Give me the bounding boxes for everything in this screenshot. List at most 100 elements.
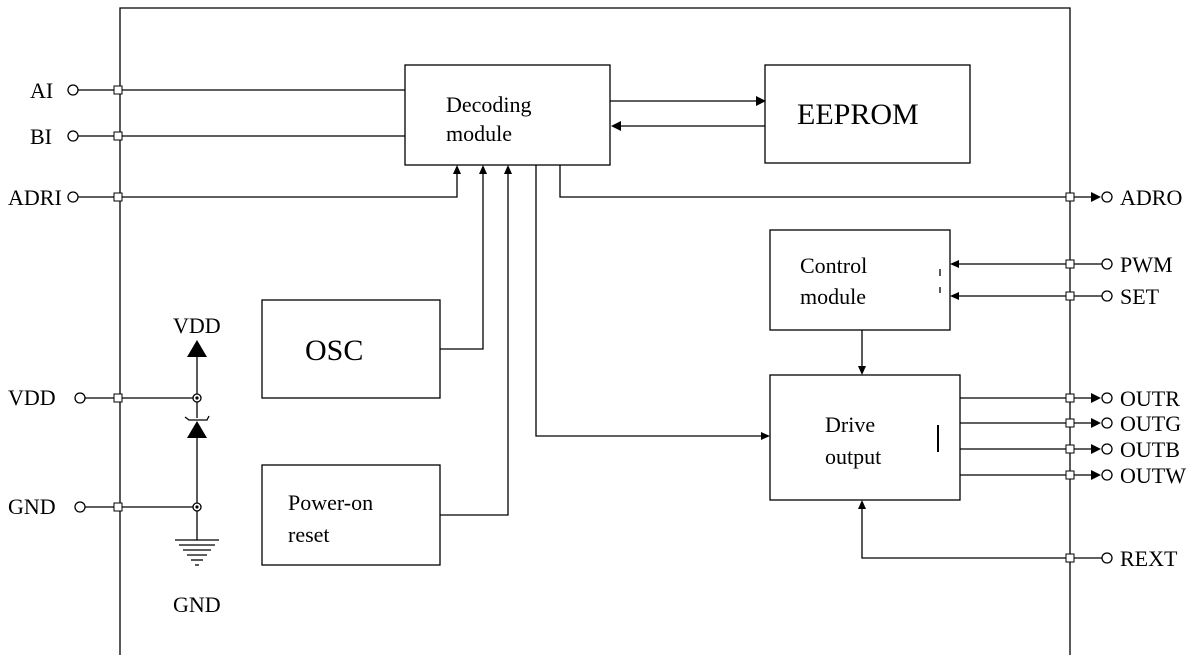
pin-outw-pad [1065, 470, 1075, 480]
arrow-reset-to-decoding [504, 165, 512, 174]
pin-rext-pad [1065, 553, 1075, 563]
decoding-module-block: Decoding module [404, 64, 611, 166]
pin-vdd-terminal [74, 392, 86, 404]
pin-set: SET [950, 284, 1160, 309]
pin-bi-pad [113, 131, 123, 141]
pin-outr: OUTR [960, 386, 1180, 411]
chip-outline [119, 7, 1071, 655]
arrow-eeprom-to-decoding [611, 121, 621, 131]
pin-adro-label: ADRO [1120, 185, 1182, 210]
zener-diode-icon [187, 421, 207, 438]
drive-output-label-line1: Drive [825, 412, 875, 437]
control-module-label-line2: module [800, 284, 866, 309]
pin-ai-pad [113, 85, 123, 95]
drive-output-label-line2: output [825, 444, 881, 469]
pin-vdd: VDD [8, 385, 197, 410]
pin-adro-pad [1065, 192, 1075, 202]
pin-pwm: PWM [950, 252, 1173, 277]
pin-rext: REXT [858, 500, 1178, 571]
arrow-control-to-drive [858, 366, 866, 375]
pin-adro: ADRO [1065, 185, 1182, 210]
pin-ai: AI [30, 78, 405, 103]
osc-label: OSC [305, 334, 363, 367]
zener-bar [184, 415, 210, 421]
pin-vdd-pad [113, 393, 123, 403]
pin-bi-label: BI [30, 124, 52, 149]
pin-outw-terminal [1101, 469, 1113, 481]
power-on-reset-block: Power-on reset [261, 464, 441, 566]
wire-reset-to-decoding [440, 173, 509, 516]
pin-ai-label: AI [30, 78, 53, 103]
arrow-outr-out [1091, 393, 1101, 403]
pin-outb-terminal [1101, 443, 1113, 455]
pin-gnd-pad [113, 502, 123, 512]
arrow-adro-out [1091, 192, 1101, 202]
pin-pwm-pad [1065, 259, 1075, 269]
arrow-adri-to-decoding [453, 165, 461, 174]
pin-outg-pad [1065, 418, 1075, 428]
wire-rext [861, 508, 1102, 559]
arrow-rext-in [858, 500, 866, 509]
pin-outg-label: OUTG [1120, 411, 1181, 436]
pin-set-label: SET [1120, 284, 1160, 309]
pin-adri-terminal [67, 191, 79, 203]
power-on-reset-label-line2: reset [288, 522, 330, 547]
pin-outg-terminal [1101, 417, 1113, 429]
pin-outb-pad [1065, 444, 1075, 454]
pin-rext-label: REXT [1120, 546, 1178, 571]
pin-bi-terminal [67, 130, 79, 142]
pin-outb-label: OUTB [1120, 437, 1180, 462]
arrow-outb-out [1091, 444, 1101, 454]
pin-rext-terminal [1101, 552, 1113, 564]
wire-adri [78, 172, 458, 198]
power-on-reset-box [261, 464, 441, 566]
pin-gnd-terminal [74, 501, 86, 513]
pin-vdd-label: VDD [8, 385, 56, 410]
wire-decoding-to-adro [559, 165, 1092, 198]
pin-pwm-label: PWM [1120, 252, 1173, 277]
pin-gnd-label: GND [8, 494, 56, 519]
eeprom-block: EEPROM [764, 64, 971, 164]
pin-adri: ADRI [8, 165, 461, 210]
pin-outg: OUTG [960, 411, 1181, 436]
arrow-decoding-to-eeprom [756, 96, 766, 106]
arrow-set-in [950, 292, 959, 300]
pin-adri-label: ADRI [8, 185, 62, 210]
arrow-osc-to-decoding [479, 165, 487, 174]
arrow-pwm-in [950, 260, 959, 268]
pin-outw: OUTW [960, 463, 1186, 488]
arrow-decoding-to-drive [761, 432, 770, 440]
vdd-diode-icon [187, 340, 207, 357]
drive-output-block: Drive output [769, 374, 961, 501]
pin-set-pad [1065, 291, 1075, 301]
pin-outr-pad [1065, 393, 1075, 403]
pin-bi: BI [30, 124, 405, 149]
decoding-module-label-line1: Decoding [446, 92, 532, 117]
control-module-label-line1: Control [800, 253, 867, 278]
pin-outr-label: OUTR [1120, 386, 1180, 411]
eeprom-box [764, 64, 971, 164]
arrow-outg-out [1091, 418, 1101, 428]
pin-ai-terminal [67, 84, 79, 96]
vdd-junction-dot-center [195, 396, 199, 400]
vdd-top-label: VDD [173, 313, 221, 338]
ground-icon [175, 539, 219, 566]
drive-output-box [769, 374, 961, 501]
gnd-bottom-label: GND [173, 592, 221, 617]
pin-outb: OUTB [960, 437, 1180, 462]
control-module-box [769, 229, 951, 331]
pin-pwm-terminal [1101, 258, 1113, 270]
decoding-module-box [404, 64, 611, 166]
wire-decoding-to-drive [535, 165, 762, 437]
pin-gnd: GND [8, 494, 197, 519]
pin-adro-terminal [1101, 191, 1113, 203]
eeprom-label: EEPROM [797, 98, 919, 131]
decoding-module-label-line2: module [446, 121, 512, 146]
arrow-outw-out [1091, 470, 1101, 480]
pin-adri-pad [113, 192, 123, 202]
osc-box [261, 299, 441, 399]
osc-block: OSC [261, 299, 441, 399]
power-on-reset-label-line1: Power-on [288, 490, 373, 515]
pin-outr-terminal [1101, 392, 1113, 404]
